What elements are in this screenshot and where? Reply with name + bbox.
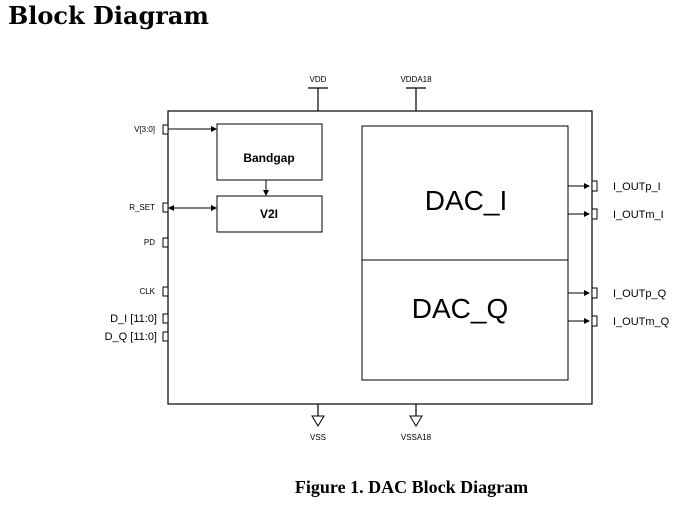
pin-label-r-set: R_SET: [129, 203, 155, 212]
pin-label-d-q: D_Q [11:0]: [105, 331, 157, 343]
bandgap-block: [216, 123, 323, 181]
dac-q-block: [361, 259, 569, 381]
pin-i-outp-i: I_OUTp_I: [568, 180, 661, 193]
pin-vdd: VDD: [308, 75, 328, 111]
pin-label-vssa18: VSSA18: [401, 433, 432, 442]
pin-label-i-outp-i: I_OUTp_I: [613, 181, 661, 193]
pin-label-v: V[3:0]: [134, 125, 155, 134]
pin-clk: CLK: [139, 286, 169, 297]
v2i-label: V2I: [260, 207, 278, 221]
pin-label-vss: VSS: [310, 433, 326, 442]
pin-label-i-outm-q: I_OUTm_Q: [613, 316, 670, 328]
pin-i-outp-q: I_OUTp_Q: [568, 287, 667, 300]
pin-label-vdda18: VDDA18: [400, 75, 432, 84]
pin-label-d-i: D_I [11:0]: [110, 313, 157, 325]
pin-label-i-outm-i: I_OUTm_I: [613, 209, 664, 221]
pin-label-pd: PD: [144, 238, 155, 247]
pin-d-i: D_I [11:0]: [110, 313, 169, 325]
figure-caption: Figure 1. DAC Block Diagram: [294, 477, 529, 497]
chip-outline: [167, 110, 593, 405]
dac-i-label: DAC_I: [425, 185, 507, 216]
dac-i-block: [361, 125, 569, 261]
pin-i-outm-i: I_OUTm_I: [568, 208, 664, 221]
bandgap-label: Bandgap: [243, 151, 294, 165]
pin-v: V[3:0]: [134, 124, 217, 135]
pin-i-outm-q: I_OUTm_Q: [568, 315, 670, 328]
dac-q-label: DAC_Q: [412, 293, 508, 324]
page-heading: Block Diagram: [8, 1, 209, 30]
pin-label-clk: CLK: [139, 287, 155, 296]
pin-d-q: D_Q [11:0]: [105, 331, 169, 343]
pin-r-set: R_SET: [129, 202, 217, 213]
pin-vdda18: VDDA18: [400, 75, 432, 111]
v2i-block: [216, 195, 323, 233]
pin-vss: VSS: [310, 404, 326, 442]
pin-vssa18: VSSA18: [401, 404, 432, 442]
pin-pd: PD: [144, 237, 169, 248]
pin-label-i-outp-q: I_OUTp_Q: [613, 288, 667, 300]
pin-label-vdd: VDD: [310, 75, 327, 84]
